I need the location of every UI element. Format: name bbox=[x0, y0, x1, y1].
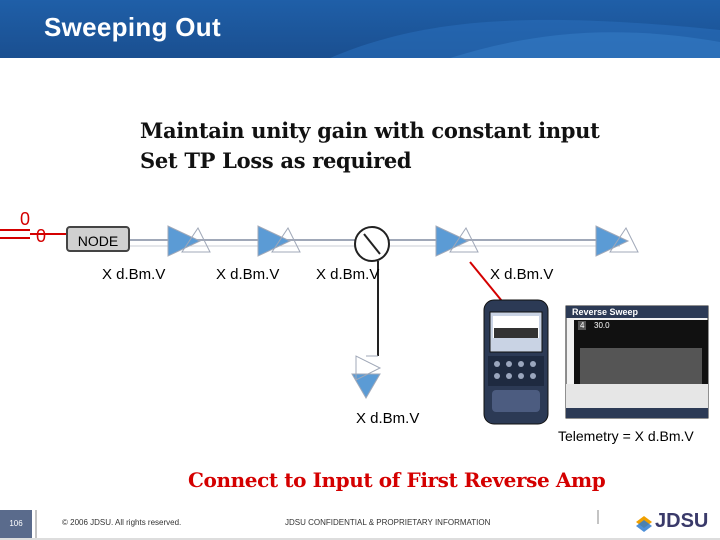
heading-unity-gain: Maintain unity gain with constant input bbox=[140, 118, 600, 143]
sweep-screen bbox=[565, 305, 709, 419]
bottom-heading: Connect to Input of First Reverse Amp bbox=[188, 468, 606, 492]
page-number: 106 bbox=[0, 510, 32, 538]
header-wave-graphic bbox=[330, 19, 720, 58]
amplifier-drop bbox=[351, 355, 382, 399]
fiber-symbol: 0 bbox=[20, 209, 30, 229]
amplifier-4 bbox=[435, 225, 479, 257]
telemetry-label: Telemetry = X d.Bm.V bbox=[558, 428, 694, 444]
jdsu-logo-text: JDSU bbox=[655, 510, 709, 532]
jdsu-logo-icon bbox=[636, 516, 652, 532]
screen-title: Reverse Sweep bbox=[572, 307, 639, 317]
screen-value: 30.0 bbox=[594, 321, 610, 330]
node-box: NODE bbox=[66, 226, 130, 252]
heading-tp-loss: Set TP Loss as required bbox=[140, 148, 412, 173]
handheld-meter-icon bbox=[483, 299, 549, 425]
footer-bar bbox=[0, 510, 720, 540]
level-label-1: X d.Bm.V bbox=[102, 266, 166, 283]
fiber-symbol-2: 0 bbox=[36, 226, 46, 246]
probe-line bbox=[469, 261, 507, 307]
page-title: Sweeping Out bbox=[44, 12, 221, 42]
amplifier-2 bbox=[257, 225, 301, 257]
screen-marker: 4 bbox=[578, 321, 587, 330]
level-label-2: X d.Bm.V bbox=[216, 266, 280, 283]
amplifier-1 bbox=[167, 225, 211, 257]
header-bar: Sweeping Out bbox=[0, 0, 720, 58]
level-label-3: X d.Bm.V bbox=[316, 266, 380, 283]
amplifier-5 bbox=[595, 225, 639, 257]
level-label-4: X d.Bm.V bbox=[490, 266, 554, 283]
level-label-5: X d.Bm.V bbox=[356, 410, 420, 427]
splitter bbox=[354, 226, 390, 262]
copyright-text: © 2006 JDSU. All rights reserved. bbox=[62, 518, 182, 527]
confidential-text: JDSU CONFIDENTIAL & PROPRIETARY INFORMAT… bbox=[285, 518, 491, 527]
